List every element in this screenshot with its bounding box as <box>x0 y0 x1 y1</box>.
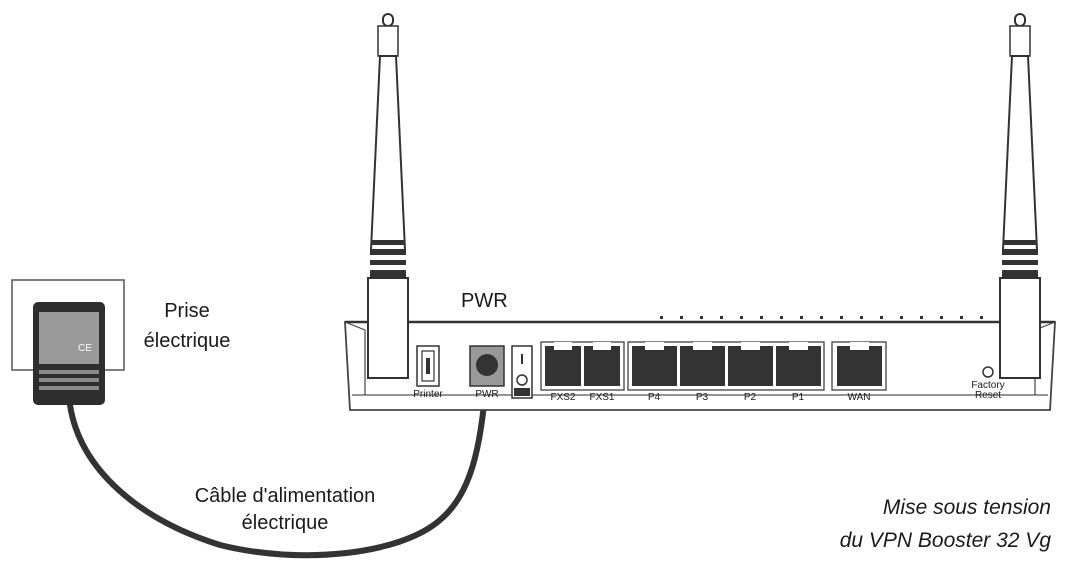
port-label-reset: Reset <box>974 390 1002 401</box>
printer-port <box>416 345 440 387</box>
port-label-pwr: PWR <box>475 389 499 400</box>
right-antenna <box>999 13 1041 379</box>
power-switch <box>511 345 533 399</box>
port-label-fxs2: FXS2 <box>550 392 576 403</box>
port-label-fxs1: FXS1 <box>589 392 615 403</box>
fxs-ports <box>540 341 625 391</box>
port-label-printer: Printer <box>413 389 443 400</box>
prise-label-1: Prise <box>164 300 210 322</box>
lan-ports <box>627 341 825 391</box>
prise-label-2: électrique <box>143 330 231 352</box>
port-label-p1: P1 <box>791 392 805 403</box>
led-indicators <box>660 316 983 319</box>
power-cable <box>67 365 490 559</box>
ce-mark: CE <box>78 343 92 354</box>
pwr-jack <box>469 345 505 387</box>
port-label-wan: WAN <box>847 392 871 403</box>
wall-socket <box>11 279 125 405</box>
left-antenna <box>367 13 409 379</box>
caption-line-1: Mise sous tension <box>882 496 1051 519</box>
wan-port <box>831 341 887 391</box>
pwr-top-label: PWR <box>461 290 508 312</box>
cable-label-1: Câble d'alimentation <box>194 485 376 507</box>
port-label-p2: P2 <box>743 392 757 403</box>
port-label-p4: P4 <box>647 392 661 403</box>
port-label-factory: Factory <box>971 380 1005 391</box>
factory-reset-button <box>982 366 994 378</box>
port-label-p3: P3 <box>695 392 709 403</box>
cable-label-2: électrique <box>241 512 329 534</box>
caption-line-2: du VPN Booster 32 Vg <box>839 529 1051 552</box>
